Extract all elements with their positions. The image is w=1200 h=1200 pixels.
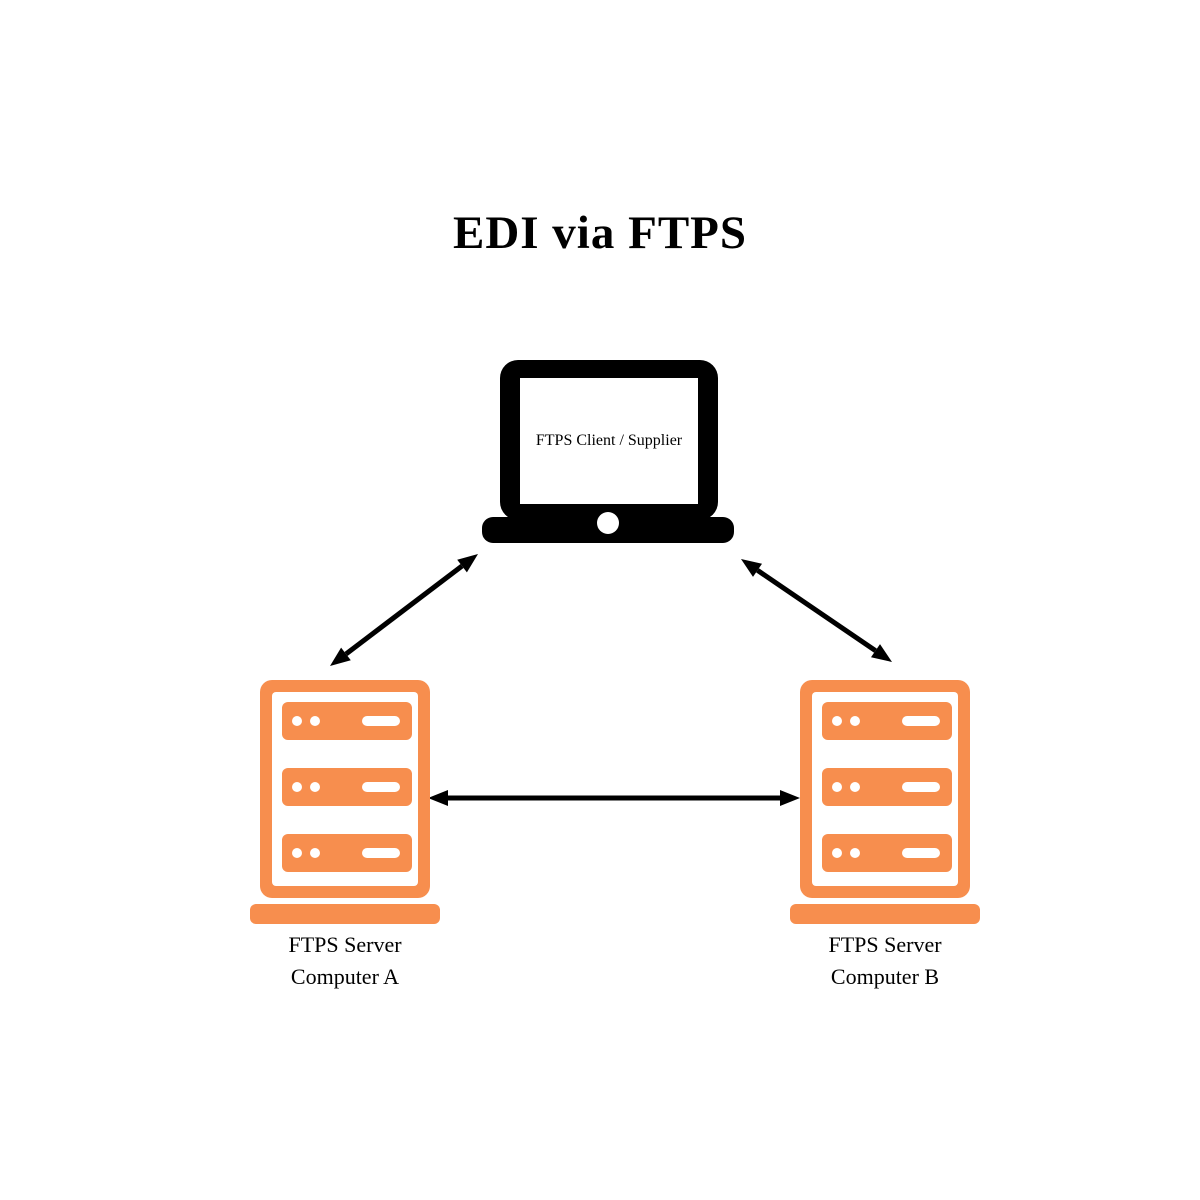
arrow-client-server-b: [741, 559, 892, 662]
server-a-label: FTPS Server Computer A: [250, 929, 440, 993]
server-drawer: [282, 702, 412, 740]
server-pedestal: [250, 904, 440, 924]
server-drawer: [282, 768, 412, 806]
server-drawer: [822, 702, 952, 740]
server-b-label: FTPS Server Computer B: [790, 929, 980, 993]
server-a-label-line2: Computer A: [290, 964, 400, 989]
laptop-icon: [482, 360, 734, 543]
arrow-client-server-a: [330, 554, 478, 666]
server-drawer: [282, 834, 412, 872]
server-b-label-line1: FTPS Server: [828, 932, 942, 957]
server-b-icon: [790, 680, 980, 924]
server-b-label-line2: Computer B: [830, 964, 940, 989]
server-drawer: [822, 834, 952, 872]
diagram-title: EDI via FTPS: [452, 207, 748, 259]
client-label: FTPS Client / Supplier: [535, 432, 683, 450]
laptop-screen: [520, 378, 698, 504]
server-a-label-line1: FTPS Server: [288, 932, 402, 957]
server-pedestal: [790, 904, 980, 924]
server-a-icon: [250, 680, 440, 924]
arrow-server-a-server-b: [428, 790, 800, 806]
laptop-trackpad-dot: [597, 512, 619, 534]
server-drawer: [822, 768, 952, 806]
